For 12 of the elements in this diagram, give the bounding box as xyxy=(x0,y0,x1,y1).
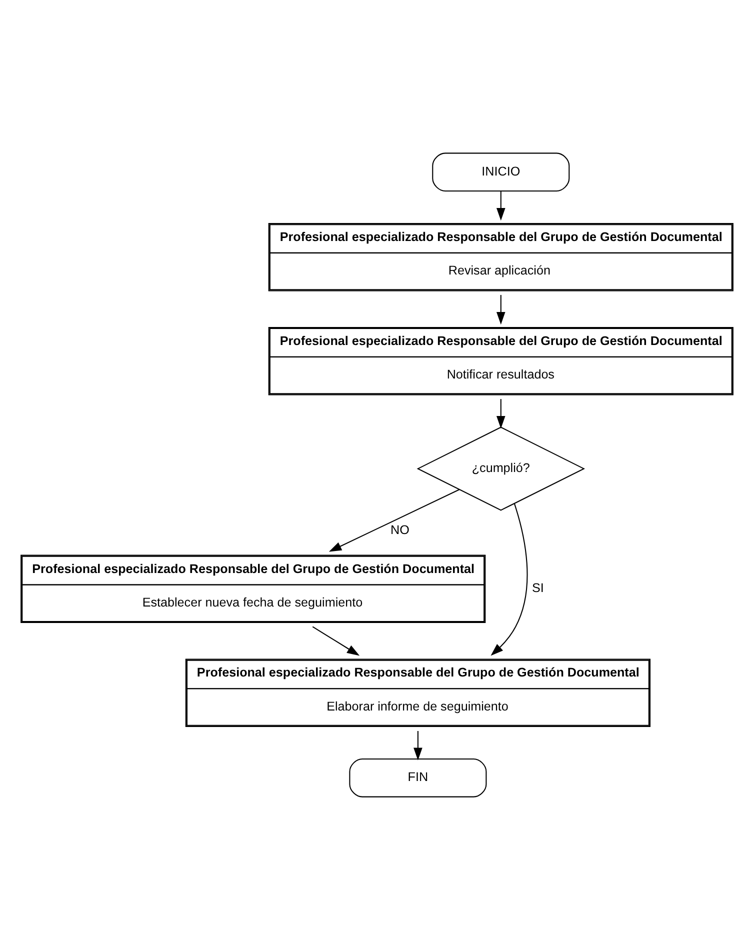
arrow xyxy=(328,489,460,552)
arrow xyxy=(496,399,506,429)
arrow xyxy=(496,294,506,325)
arrow xyxy=(312,626,360,656)
arrow xyxy=(490,503,528,656)
node-diamond: ¿cumplió? xyxy=(416,426,585,511)
node-box: FIN xyxy=(349,758,487,798)
node-box: INICIO xyxy=(432,152,570,192)
arrow xyxy=(496,191,506,221)
edge-label: NO xyxy=(390,522,410,537)
edge-label: SI xyxy=(532,581,544,596)
arrow xyxy=(414,731,422,760)
